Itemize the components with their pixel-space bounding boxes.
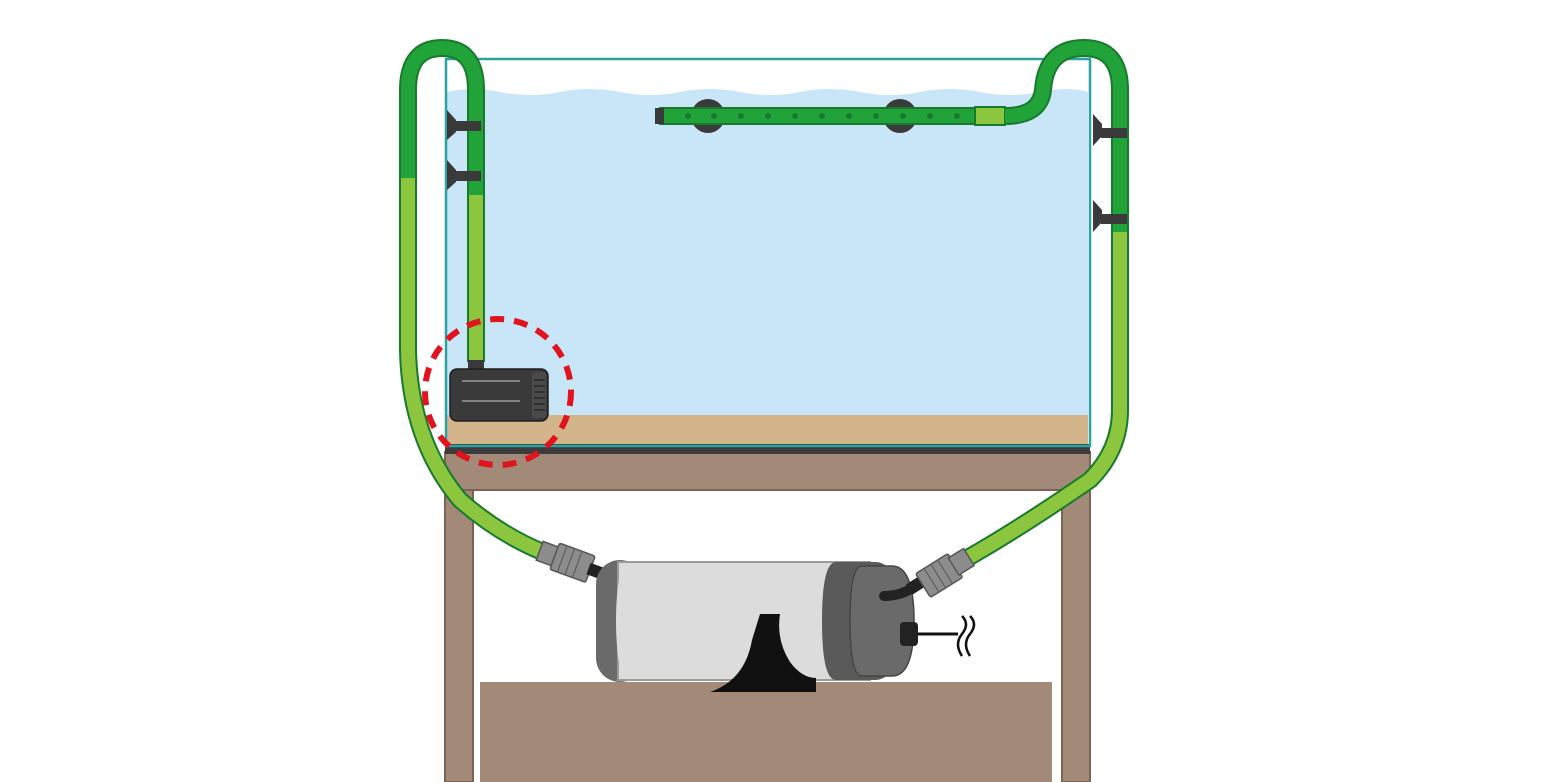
power-cord-squiggle-icon (956, 615, 976, 657)
suction-cup-icon (1093, 114, 1127, 146)
spray-bar-holes (685, 113, 960, 119)
stand (444, 451, 1091, 782)
stand-shelf (480, 682, 1052, 782)
spray-bar-coupler (974, 106, 1006, 126)
canister-foot (710, 614, 816, 692)
tank-glass (444, 57, 1092, 448)
spray-bar-endcap (655, 108, 664, 124)
canister-right-cap (849, 565, 915, 677)
suction-cup-icon (1093, 200, 1127, 232)
suction-cup-icon (447, 110, 481, 140)
prefilter-pump (449, 360, 549, 422)
pump-body (449, 368, 549, 422)
suction-cup-icon (447, 160, 481, 190)
intake-hose (399, 39, 549, 562)
outlet-connector (905, 547, 976, 598)
pump-grille (532, 372, 546, 418)
stand-leg-right (1061, 489, 1091, 782)
spray-bar (655, 99, 1006, 133)
stand-top (444, 451, 1091, 491)
tank-base (445, 444, 1090, 454)
canister-filter (535, 540, 976, 692)
outlet-suction-cups (1093, 114, 1127, 232)
stand-leg-left (444, 489, 474, 782)
pump-outlet-stub (468, 360, 484, 370)
water (447, 89, 1088, 444)
power-port (900, 622, 918, 646)
intake-suction-cups (447, 110, 481, 190)
outlet-hose (950, 39, 1129, 573)
highlight-ring (422, 316, 574, 468)
